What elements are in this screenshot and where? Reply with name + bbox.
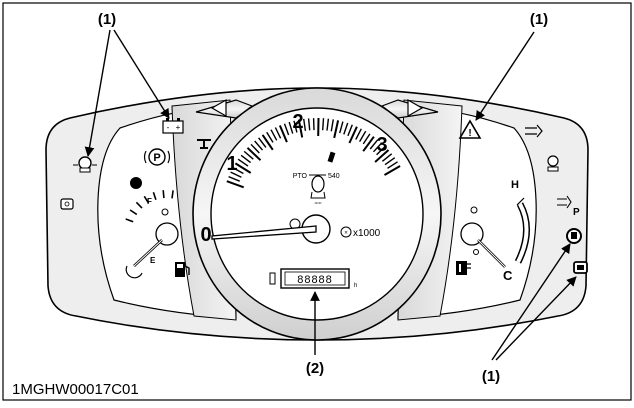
tach-label-0: 0 [200, 224, 211, 246]
callout-label-top-left: (1) [98, 11, 116, 28]
callout-label-bottom-center: (2) [306, 360, 324, 377]
svg-text:-: - [167, 123, 170, 132]
engine-warning-icon [61, 199, 73, 209]
fuel-gauge-pin [162, 209, 168, 215]
fuel-tick [163, 190, 164, 198]
hour-meter-left-icon [270, 273, 275, 284]
svg-text:!: ! [468, 128, 471, 139]
pto-rpm-label: 540 [328, 173, 340, 180]
temp-gauge-pin-low [474, 250, 479, 255]
temp-cold-label: C [503, 268, 513, 283]
hour-meter-digits: 88888 [297, 274, 333, 286]
callout-label-top-right: (1) [530, 11, 548, 28]
hour-meter-unit: h [354, 283, 357, 289]
tach-label-3: 3 [376, 134, 387, 156]
svg-text:•••••: ••••• [314, 200, 322, 205]
pto-icon [574, 262, 587, 273]
multiplier-badge: × x1000 [341, 227, 381, 239]
svg-text:+: + [176, 123, 181, 132]
tach-tick [323, 118, 324, 130]
fuel-tick [172, 190, 173, 198]
tach-label-1: 1 [226, 153, 237, 175]
svg-text:×: × [344, 231, 348, 237]
fuel-full-label: F [147, 197, 152, 206]
svg-text:P: P [153, 152, 160, 164]
figure-id: 1MGHW00017C01 [12, 381, 139, 398]
temp-gauge-pin [471, 207, 477, 213]
air-filter-icon [548, 156, 558, 171]
svg-text:P: P [573, 207, 580, 218]
fuel-low-indicator [130, 177, 142, 189]
tach-label-2: 2 [292, 111, 303, 133]
fuel-empty-label: E [150, 256, 156, 265]
temp-hot-label: H [511, 179, 519, 191]
svg-text:x1000: x1000 [353, 228, 381, 239]
water-separator-icon [567, 229, 581, 243]
pto-label: PTO [293, 173, 308, 180]
callout-label-bottom-right: (1) [482, 368, 500, 385]
